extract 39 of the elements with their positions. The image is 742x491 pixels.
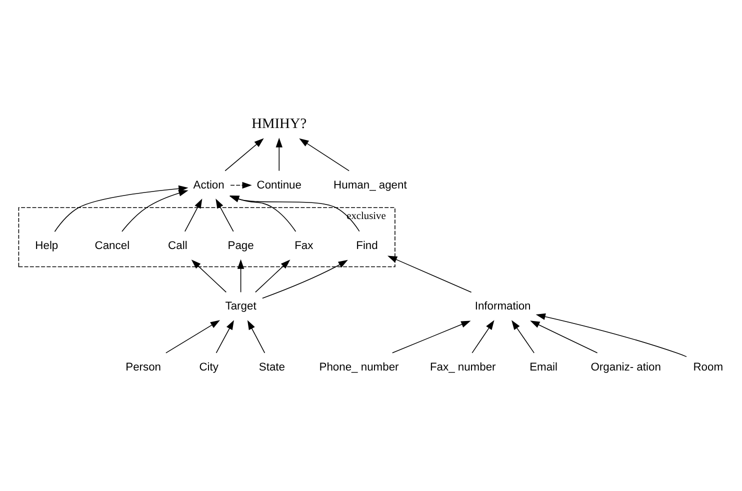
node-text: State bbox=[258, 360, 285, 373]
node-text: Fax bbox=[294, 239, 314, 252]
node-text: HMIHY? bbox=[252, 116, 307, 132]
node-text: Continue bbox=[256, 178, 302, 191]
node-text: Room bbox=[693, 360, 724, 373]
arrow bbox=[237, 258, 244, 292]
arrow bbox=[184, 198, 202, 232]
arrow bbox=[530, 320, 598, 353]
arrow bbox=[255, 259, 290, 292]
arrow bbox=[262, 259, 348, 298]
arrow bbox=[392, 320, 471, 353]
node-text: Phone_ number bbox=[319, 360, 399, 373]
node-text: Organiz- ation bbox=[590, 360, 661, 373]
node-text: Find bbox=[356, 239, 378, 252]
arrow bbox=[166, 320, 220, 353]
arrow bbox=[216, 320, 234, 353]
node-text: Call bbox=[168, 239, 188, 252]
arrow bbox=[224, 138, 264, 171]
arrow bbox=[388, 255, 472, 292]
arrow bbox=[230, 181, 252, 188]
arrow bbox=[472, 320, 494, 353]
arrow bbox=[191, 259, 227, 292]
arrow bbox=[512, 320, 534, 353]
node-text: Information bbox=[474, 300, 531, 312]
node-text: Fax_ number bbox=[430, 360, 496, 373]
node-text: Action bbox=[193, 178, 224, 191]
node-text: Human_ agent bbox=[334, 178, 407, 191]
node-text: Cancel bbox=[94, 239, 130, 252]
arrow bbox=[216, 198, 234, 232]
node-text: Page bbox=[228, 239, 254, 252]
arrow bbox=[299, 138, 350, 171]
node-text: Target bbox=[225, 300, 256, 312]
node-text: Person bbox=[126, 360, 162, 373]
node-text: City bbox=[199, 360, 218, 373]
arrow bbox=[276, 137, 282, 171]
node-text: Help bbox=[35, 239, 58, 252]
arrow bbox=[536, 312, 687, 357]
arrow bbox=[247, 320, 266, 353]
node-text: Email bbox=[530, 360, 558, 373]
